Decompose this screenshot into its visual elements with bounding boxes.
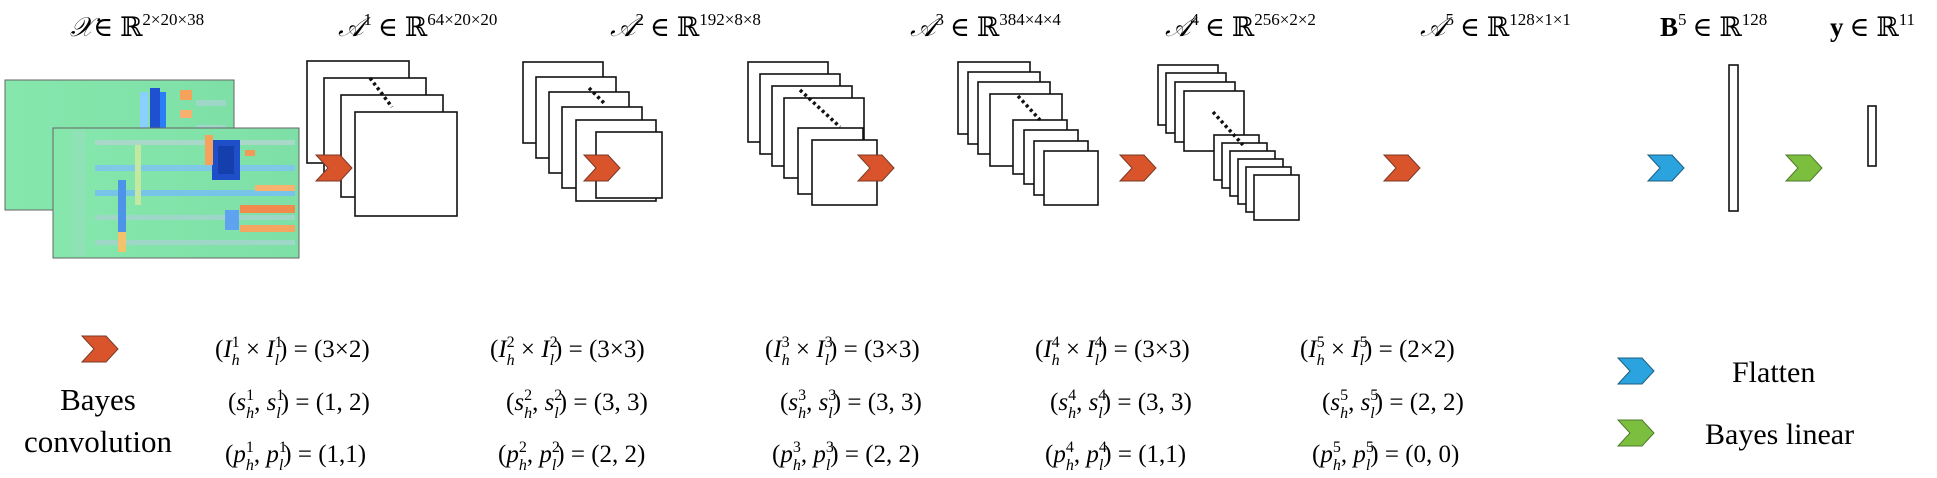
bayes-conv-arrow-icon xyxy=(1118,154,1157,182)
feature-map-card xyxy=(354,111,458,217)
label-input-x: 𝒳∈ ℝ2×20×38 xyxy=(70,10,204,42)
label-y: y∈ ℝ11 xyxy=(1830,10,1915,42)
bayes-conv-arrow-icon xyxy=(856,154,895,182)
feature-stack-a4 xyxy=(957,61,1099,206)
legend-flatten-icon xyxy=(1616,357,1655,385)
bayes-linear-arrow-icon xyxy=(1784,154,1823,182)
arrows xyxy=(314,154,1823,182)
output-vector-y xyxy=(1867,105,1877,167)
legend-bayes-linear-icon xyxy=(1616,419,1655,447)
feature-stack-a3 xyxy=(747,61,878,206)
legend-bayes-conv-icon xyxy=(80,335,119,363)
label-a3: 𝒜3∈ ℝ384×4×4 xyxy=(910,10,1061,42)
label-b5: B5∈ ℝ128 xyxy=(1660,10,1767,42)
legend-bayes-linear-label: Bayes linear xyxy=(1705,418,1854,451)
label-a4: 𝒜4∈ ℝ256×2×2 xyxy=(1165,10,1316,42)
flatten-vector-b5 xyxy=(1728,64,1739,212)
legend: Bayes convolution Flatten Bayes linear xyxy=(24,335,1854,459)
feature-stack-a1 xyxy=(306,60,458,217)
legend-flatten-label: Flatten xyxy=(1732,356,1815,389)
legend-bayes-conv-label-2: convolution xyxy=(24,424,173,459)
label-a5: 𝒜5∈ ℝ128×1×1 xyxy=(1420,10,1571,42)
bayes-conv-arrow-icon xyxy=(314,154,353,182)
heatmap-front xyxy=(52,127,300,259)
bayes-conv-arrow-icon xyxy=(1382,154,1421,182)
input-heatmaps xyxy=(4,79,300,259)
tensor-labels: 𝒳∈ ℝ2×20×38 𝒜1∈ ℝ64×20×20 𝒜2∈ ℝ192×8×8 𝒜… xyxy=(70,10,1915,42)
feature-stack-a5 xyxy=(1157,64,1300,221)
legend-bayes-conv-label: Bayes xyxy=(60,382,136,417)
label-a1: 𝒜1∈ ℝ64×20×20 xyxy=(338,10,497,42)
flatten-arrow-icon xyxy=(1646,154,1685,182)
label-a2: 𝒜2∈ ℝ192×8×8 xyxy=(610,10,761,42)
bayes-conv-arrow-icon xyxy=(582,154,621,182)
stack-ellipsis-dots xyxy=(368,76,394,109)
